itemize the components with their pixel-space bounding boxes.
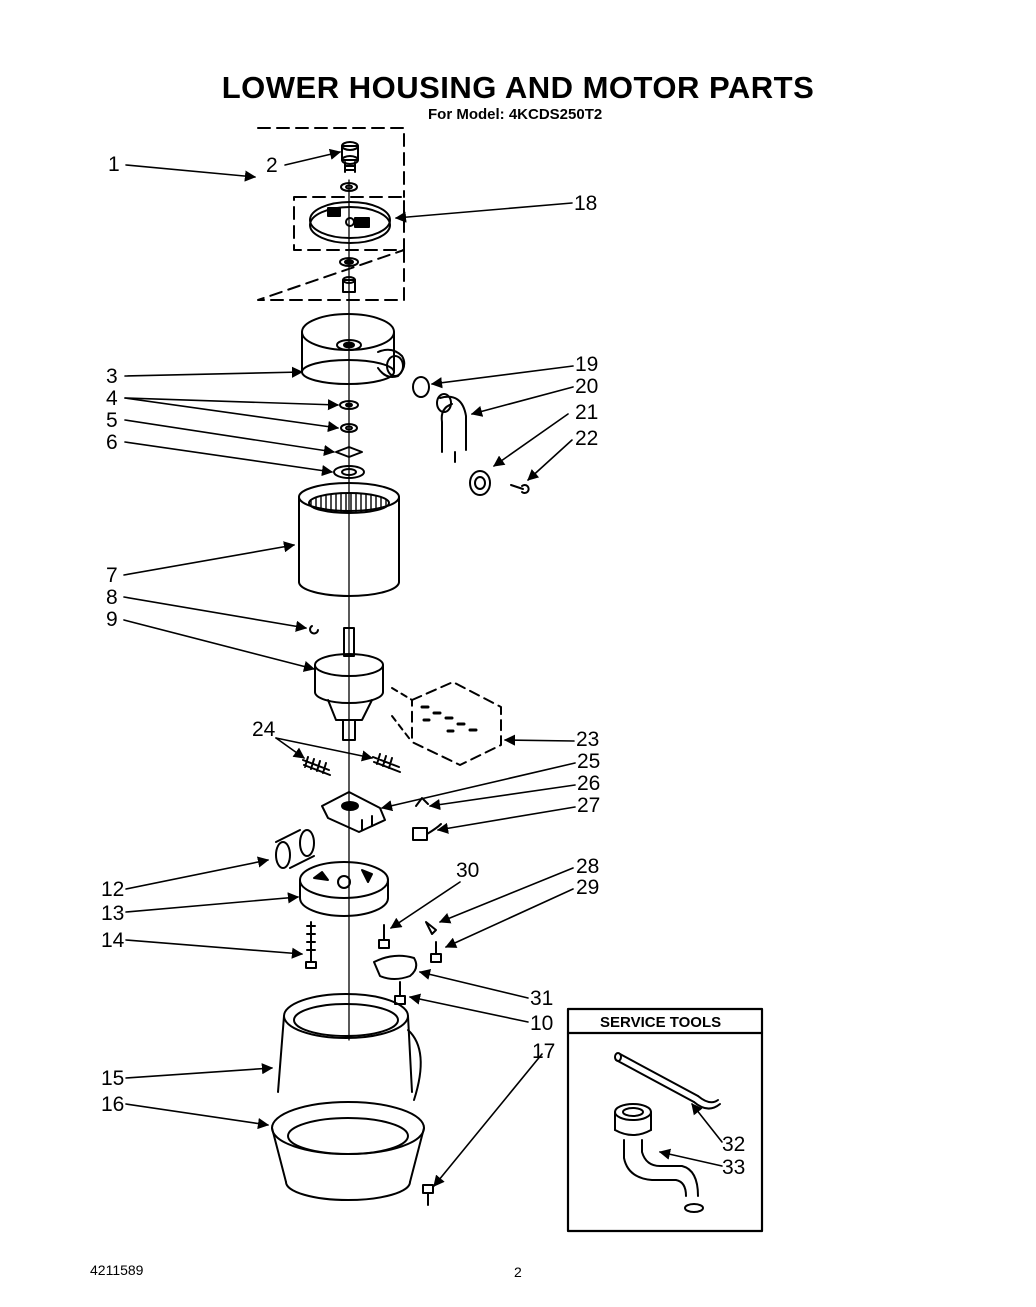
callout-8: 8 xyxy=(106,586,118,609)
callout-12: 12 xyxy=(101,878,124,901)
callout-18: 18 xyxy=(574,192,597,215)
callout-3: 3 xyxy=(106,365,118,388)
document-number: 4211589 xyxy=(90,1262,144,1278)
elbow-tool xyxy=(614,1103,704,1213)
grind-housing-part xyxy=(301,313,406,385)
callout-23: 23 xyxy=(576,728,599,751)
callout-27: 27 xyxy=(577,794,600,817)
callout-6: 6 xyxy=(106,431,118,454)
callout-1: 1 xyxy=(108,153,120,176)
callout-31: 31 xyxy=(530,987,553,1010)
impeller-plate-part xyxy=(309,201,391,244)
kit-dashed-box xyxy=(257,127,405,301)
callout-14: 14 xyxy=(101,929,125,952)
service-tools-box xyxy=(566,1007,764,1233)
callout-19: 19 xyxy=(575,353,598,376)
callout-21: 21 xyxy=(575,401,598,424)
lower-kit-parts xyxy=(339,257,359,293)
service-tools-title: SERVICE TOOLS xyxy=(600,1014,721,1031)
callout-24: 24 xyxy=(252,718,276,741)
callout-10: 10 xyxy=(530,1012,553,1035)
callout-7: 7 xyxy=(106,564,118,587)
callout-15: 15 xyxy=(101,1067,124,1090)
switch-plate-part xyxy=(321,791,386,833)
callout-28: 28 xyxy=(576,855,599,878)
callout-25: 25 xyxy=(577,750,600,773)
callout-9: 9 xyxy=(106,608,118,631)
callout-13: 13 xyxy=(101,902,124,925)
seal-washers-part xyxy=(333,400,365,479)
callout-22: 22 xyxy=(575,427,598,450)
callout-32: 32 xyxy=(722,1133,745,1156)
clip-part xyxy=(309,625,319,635)
nut-part xyxy=(340,141,359,192)
callout-20: 20 xyxy=(575,375,598,398)
spring-parts xyxy=(302,753,401,776)
callout-30: 30 xyxy=(456,859,479,882)
callout-33: 33 xyxy=(722,1156,745,1179)
callout-26: 26 xyxy=(577,772,600,795)
screw-17-part xyxy=(422,1184,434,1206)
callout-5: 5 xyxy=(106,409,118,432)
page-title: LOWER HOUSING AND MOTOR PARTS xyxy=(221,70,815,105)
capacitor-part xyxy=(275,829,315,869)
terminal-block-part xyxy=(391,681,502,766)
callout-29: 29 xyxy=(576,876,599,899)
callout-4: 4 xyxy=(106,387,118,410)
leader-lines xyxy=(123,148,723,1187)
screw-parts xyxy=(305,921,442,1005)
drain-elbow-parts xyxy=(412,376,530,496)
stator-part xyxy=(298,482,400,597)
page-number: 2 xyxy=(514,1264,522,1280)
callout-17: 17 xyxy=(532,1040,555,1063)
lower-housing-part xyxy=(271,993,425,1201)
callout-16: 16 xyxy=(101,1093,124,1116)
wrench-tool xyxy=(614,1052,721,1110)
end-bell-part xyxy=(299,861,389,917)
model-subtitle: For Model: 4KCDS250T2 xyxy=(428,106,603,123)
callout-2: 2 xyxy=(266,154,278,177)
